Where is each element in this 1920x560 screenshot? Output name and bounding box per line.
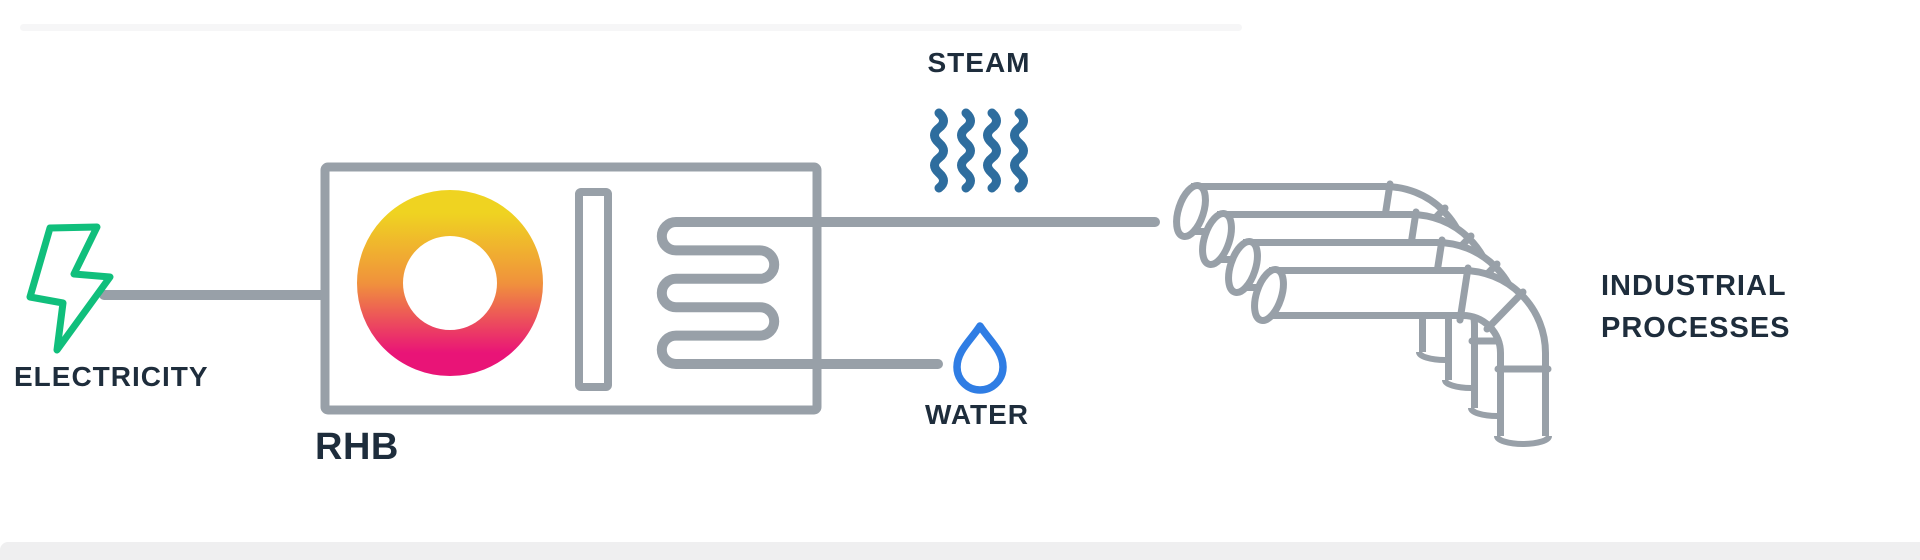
rhb-label: RHB — [315, 426, 399, 468]
electricity-label: ELECTRICITY — [14, 361, 209, 392]
heating-element-rect — [575, 188, 612, 391]
industrial-line2: PROCESSES — [1601, 312, 1791, 344]
heating-element-coil-icon — [656, 217, 1160, 369]
steam-waves-icon — [930, 108, 1028, 193]
heat-ring-icon — [357, 190, 543, 376]
water-label: WATER — [924, 399, 1030, 430]
footer-strip — [0, 542, 1920, 560]
lightning-bolt-icon — [26, 223, 114, 354]
industrial-line1: INDUSTRIAL — [1601, 270, 1787, 302]
steam-label: STEAM — [927, 47, 1031, 78]
pipe-4 — [1251, 264, 1552, 447]
pipe-3 — [1225, 236, 1526, 419]
industrial-processes-label: INDUSTRIAL PROCESSES — [1601, 265, 1791, 349]
water-drop-icon — [953, 322, 1007, 394]
industrial-pipes-icon — [1173, 180, 1552, 447]
top-card-edge — [20, 24, 1242, 31]
